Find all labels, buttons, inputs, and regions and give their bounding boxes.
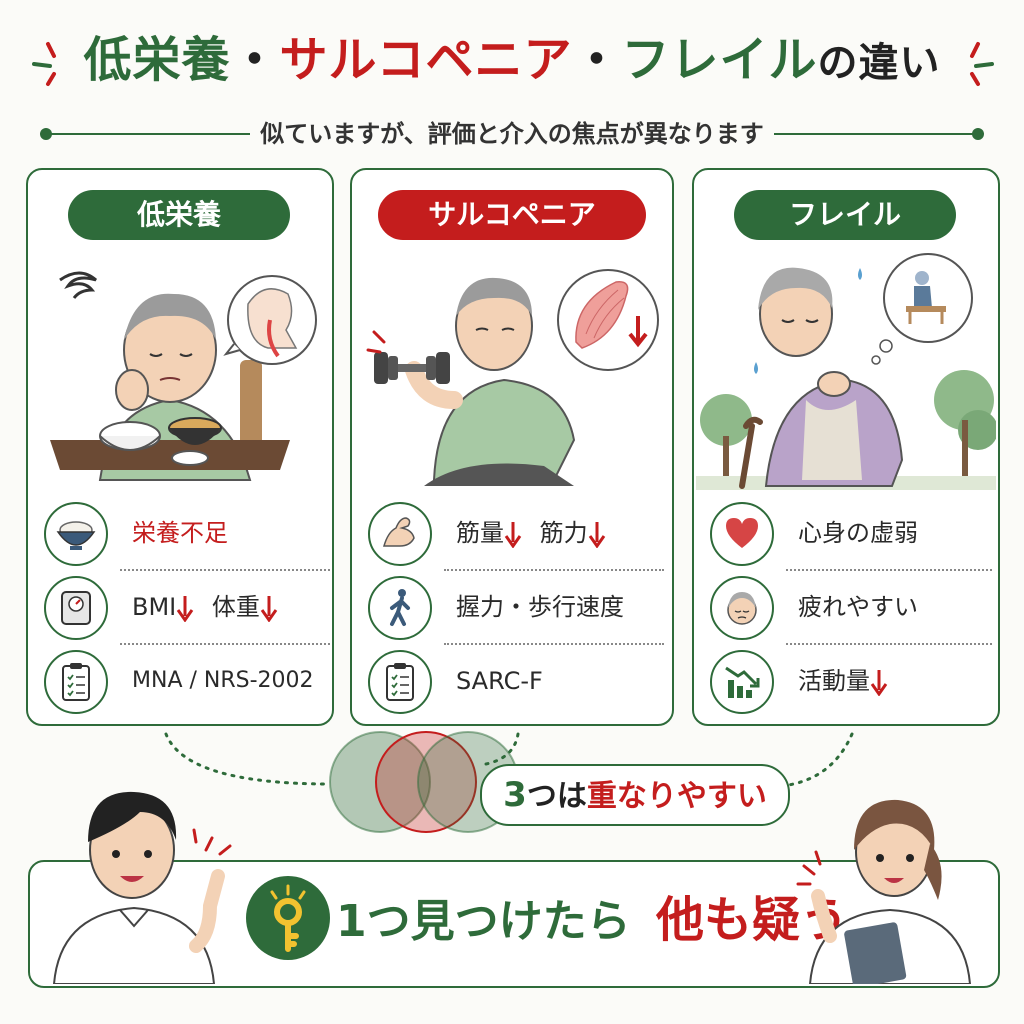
- criterion-text: 栄養不足: [132, 519, 228, 547]
- criterion-text-muscle-mass: 筋量: [456, 519, 504, 547]
- overlap-label: 3つは重なりやすい: [480, 764, 790, 826]
- key-icon: [270, 884, 306, 952]
- title-part-sarcopenia: サルコペニア: [279, 32, 573, 88]
- rice-bowl-icon: [56, 521, 96, 550]
- title-part-malnutrition: 低栄養: [83, 32, 231, 88]
- criterion-text: 握力・歩行速度: [456, 593, 624, 621]
- page-title: 低栄養・サルコペニア・フレイルの違い: [0, 28, 1024, 95]
- criterion-text: SARC-F: [456, 667, 543, 695]
- criterion-text-activity: 活動量: [798, 667, 870, 695]
- overlap-connectors: [164, 732, 854, 788]
- overlap-number: 3: [503, 775, 527, 815]
- flexed-arm-icon: [383, 517, 415, 547]
- down-arrow-icon: [504, 522, 522, 548]
- title-suffix: の違い: [817, 40, 941, 86]
- title-separator: ・: [572, 32, 622, 88]
- banner-text-a: 1つ見つけたら: [336, 896, 631, 947]
- criterion-text-muscle-strength: 筋力: [539, 519, 588, 547]
- overlap-text-a: つは: [526, 779, 587, 814]
- clipboard-icon: [62, 663, 90, 701]
- heart-icon: [726, 518, 758, 548]
- subtitle-row: 似ていますが、評価と介入の焦点が異なります: [40, 118, 984, 150]
- card-label-frailty: フレイル: [734, 190, 956, 240]
- down-arrow-icon: [260, 596, 278, 622]
- clipboard-icon: [386, 663, 414, 701]
- card-sarcopenia: サルコペニア 筋量 筋力: [350, 168, 674, 726]
- banner-message: 1つ見つけたら 他も疑う: [336, 880, 848, 962]
- frail-elder-illustration: [696, 253, 996, 490]
- criterion-text: 心身の虚弱: [798, 519, 918, 547]
- card-frailty: フレイル: [692, 168, 1000, 726]
- venn-circle-malnutrition: [329, 731, 431, 833]
- criterion-text: 疲れやすい: [798, 593, 918, 621]
- sarcopenia-elder-illustration: [366, 269, 659, 486]
- right-sparkle-icon: [970, 42, 994, 86]
- criterion-text: MNA / NRS-2002: [132, 668, 314, 693]
- down-arrow-icon: [588, 522, 605, 548]
- declining-chart-icon: [725, 666, 760, 698]
- male-staff-illustration: [52, 791, 232, 984]
- overlap-text-b: 重なりやすい: [586, 779, 767, 814]
- key-badge: [246, 876, 330, 960]
- criterion-text-bmi: BMI: [132, 593, 177, 621]
- card-label-malnutrition: 低栄養: [68, 190, 290, 240]
- walking-person-icon: [390, 589, 410, 626]
- title-separator: ・: [230, 32, 280, 88]
- down-arrow-icon: [177, 596, 194, 622]
- card-malnutrition: 低栄養: [26, 168, 334, 726]
- left-sparkle-icon: [32, 42, 56, 86]
- venn-circle-sarcopenia: [375, 731, 477, 833]
- subtitle: 似ていますが、評価と介入の焦点が異なります: [40, 118, 984, 150]
- scale-icon: [61, 591, 91, 625]
- card-label-sarcopenia: サルコペニア: [378, 190, 646, 240]
- title-part-frailty: フレイル: [621, 32, 818, 88]
- tired-face-icon: [727, 592, 757, 625]
- down-arrow-icon: [870, 670, 888, 696]
- female-staff-illustration: [796, 799, 972, 984]
- malnourished-elder-illustration: [50, 271, 317, 481]
- criterion-text-weight: 体重: [211, 593, 260, 621]
